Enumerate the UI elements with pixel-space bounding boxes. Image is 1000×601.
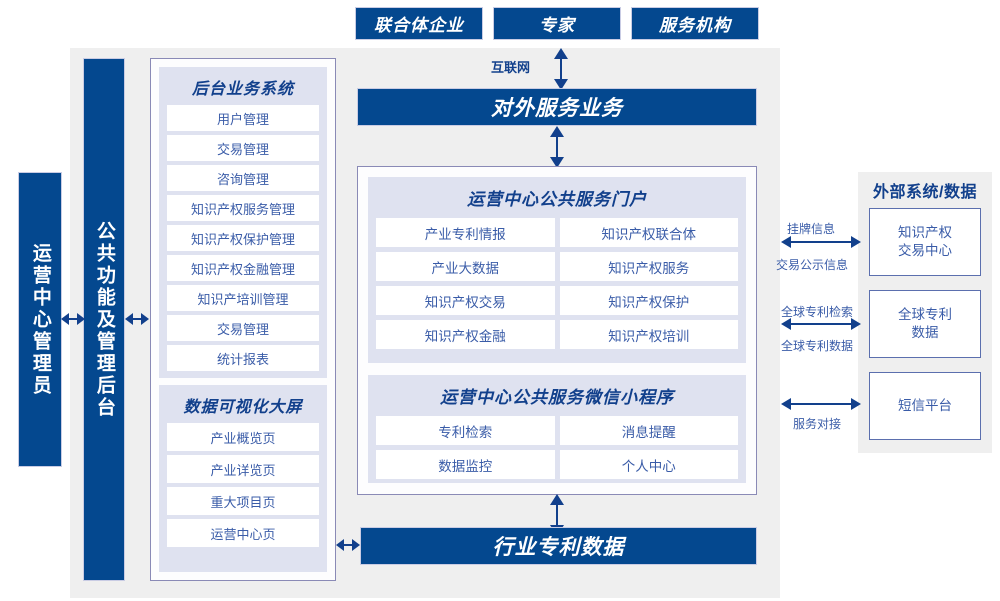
external-system-box-0[interactable]: 知识产权 交易中心: [869, 208, 981, 276]
backend-item[interactable]: 用户管理: [166, 104, 320, 132]
role-bar-operations-admin[interactable]: 运营中心管理员: [18, 172, 62, 467]
miniprogram-item[interactable]: 专利检索: [375, 415, 556, 446]
service-portal-arrow: [550, 126, 564, 168]
external-service-label: 对外服务业务: [491, 97, 623, 120]
backend-item[interactable]: 统计报表: [166, 344, 320, 372]
dataviz-item[interactable]: 产业详览页: [166, 454, 320, 484]
external-connector-label-below: 服务对接: [793, 417, 842, 431]
backend-item[interactable]: 咨询管理: [166, 164, 320, 192]
dataviz-item[interactable]: 运营中心页: [166, 518, 320, 548]
portal-item[interactable]: 知识产权保护: [558, 285, 739, 316]
wechat-miniprogram-title: 运营中心公共服务微信小程序: [440, 388, 674, 407]
top-actor-label: 服务机构: [659, 16, 731, 35]
miniprogram-item[interactable]: 数据监控: [375, 449, 556, 480]
industry-patent-data-label: 行业专利数据: [492, 536, 625, 559]
miniprogram-item[interactable]: 个人中心: [558, 449, 739, 480]
portal-item[interactable]: 知识产权服务: [558, 251, 739, 282]
role-connector-arrow-1: [61, 313, 85, 325]
external-connector-label-above: 挂牌信息: [787, 222, 836, 236]
external-connector-arrow-2: [781, 398, 861, 410]
external-service-bar[interactable]: 对外服务业务: [357, 88, 757, 126]
external-connector-arrow-1: [781, 318, 861, 330]
external-system-box-1[interactable]: 全球专利 数据: [869, 290, 981, 358]
top-actor-box-2[interactable]: 服务机构: [631, 7, 759, 40]
backend-item[interactable]: 知识产权保护管理: [166, 224, 320, 252]
external-system-label: 全球专利 数据: [898, 306, 952, 340]
external-systems-title: 外部系统/数据: [873, 184, 977, 201]
miniprogram-grid: 专利检索 消息提醒 数据监控 个人中心: [375, 415, 739, 480]
top-actor-box-1[interactable]: 专家: [493, 7, 621, 40]
portal-item[interactable]: 知识产权交易: [375, 285, 556, 316]
portal-item[interactable]: 知识产权培训: [558, 319, 739, 350]
data-visualization-title: 数据可视化大屏: [183, 399, 303, 416]
portal-item[interactable]: 知识产权联合体: [558, 217, 739, 248]
portal-item[interactable]: 知识产权金融: [375, 319, 556, 350]
top-actor-box-0[interactable]: 联合体企业: [355, 7, 483, 40]
top-actor-label: 专家: [539, 16, 575, 35]
backend-item[interactable]: 知识产培训管理: [166, 284, 320, 312]
backend-to-industry-data-arrow: [336, 539, 360, 551]
public-service-portal-title: 运营中心公共服务门户: [467, 190, 647, 209]
dataviz-item[interactable]: 产业概览页: [166, 422, 320, 452]
industry-patent-data-bar[interactable]: 行业专利数据: [360, 527, 757, 565]
backend-item[interactable]: 交易管理: [166, 314, 320, 342]
backend-item[interactable]: 知识产权服务管理: [166, 194, 320, 222]
role-connector-arrow-2: [125, 313, 149, 325]
external-system-box-2[interactable]: 短信平台: [869, 372, 981, 440]
role-label: 公共功能及管理后台: [93, 220, 115, 419]
external-system-label: 知识产权 交易中心: [898, 224, 952, 258]
data-visualization-panel: 数据可视化大屏 产业概览页 产业详览页 重大项目页 运营中心页: [159, 385, 327, 572]
external-system-label: 短信平台: [898, 397, 952, 413]
dataviz-item[interactable]: 重大项目页: [166, 486, 320, 516]
external-connector-label-above: 全球专利检索: [781, 305, 854, 319]
portal-item[interactable]: 产业专利情报: [375, 217, 556, 248]
backend-item[interactable]: 交易管理: [166, 134, 320, 162]
portal-grid: 产业专利情报 知识产权联合体 产业大数据 知识产权服务 知识产权交易 知识产权保…: [375, 217, 739, 350]
miniprogram-item[interactable]: 消息提醒: [558, 415, 739, 446]
role-bar-common-functions[interactable]: 公共功能及管理后台: [83, 58, 125, 581]
backend-system-title: 后台业务系统: [191, 81, 294, 98]
backend-system-panel: 后台业务系统 用户管理 交易管理 咨询管理 知识产权服务管理 知识产权保护管理 …: [159, 67, 327, 378]
wechat-miniprogram-panel: 运营中心公共服务微信小程序 专利检索 消息提醒 数据监控 个人中心: [368, 375, 746, 483]
internet-label: 互联网: [491, 60, 531, 75]
internet-arrow: [554, 48, 568, 90]
external-connector-arrow-0: [781, 236, 861, 248]
portal-item[interactable]: 产业大数据: [375, 251, 556, 282]
external-connector-label-below: 交易公示信息: [776, 258, 849, 272]
role-label: 运营中心管理员: [29, 242, 51, 397]
backend-item[interactable]: 知识产权金融管理: [166, 254, 320, 282]
top-actor-label: 联合体企业: [374, 16, 464, 35]
external-connector-label-below: 全球专利数据: [781, 339, 854, 353]
public-service-portal-panel: 运营中心公共服务门户 产业专利情报 知识产权联合体 产业大数据 知识产权服务 知…: [368, 177, 746, 363]
